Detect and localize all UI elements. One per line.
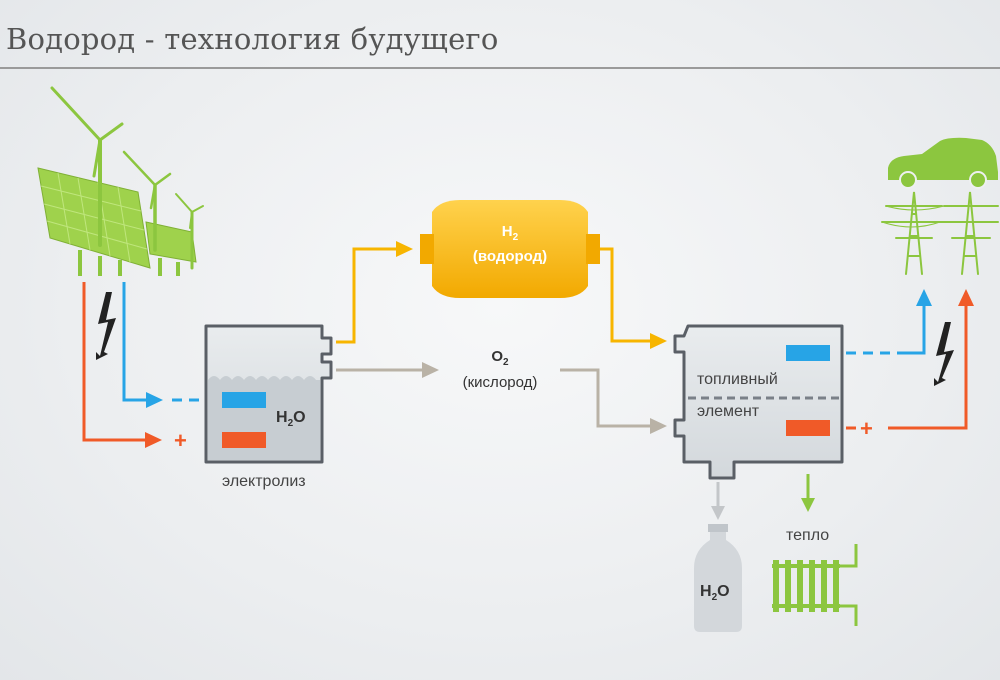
power-tower-icon [881, 191, 999, 275]
water-bottle-icon [694, 524, 742, 632]
fuel-cell-label-line2: элемент [697, 403, 760, 420]
red-power-flow: + [82, 282, 187, 453]
electrolysis-label: электролиз [222, 473, 306, 490]
hydrogen-flow-in [336, 241, 413, 344]
oxygen-name: (кислород) [462, 374, 538, 391]
hydrogen-label: H2 (водород) [455, 222, 565, 266]
wind-turbine-icon [50, 86, 204, 270]
heat-label: тепло [786, 527, 830, 544]
oxygen-label: O2 (кислород) [440, 347, 560, 393]
hydrogen-name: (водород) [472, 248, 548, 265]
title-divider [0, 67, 1000, 69]
solar-panel-icon [37, 167, 197, 276]
water-flow [711, 482, 725, 520]
lightning-icon [934, 322, 954, 386]
blue-output-flow [846, 289, 932, 355]
blue-power-flow [122, 282, 214, 408]
hydrogen-flow-out [600, 247, 667, 349]
fuel-cell-box [673, 324, 844, 480]
hydrogen-tank [420, 200, 600, 298]
lightning-icon [96, 292, 116, 360]
plus-sign-left: + [174, 428, 187, 453]
radiator-icon [772, 544, 858, 626]
electrolyzer-box [204, 324, 333, 464]
red-output-flow: + [846, 289, 974, 441]
oxygen-flow [336, 362, 667, 434]
car-icon [888, 137, 998, 189]
plus-sign-right: + [860, 416, 873, 441]
bottle-water-label: H2O [700, 583, 730, 604]
fuel-cell-label-line1: топливный [697, 371, 778, 388]
electrolyzer-water-label: H2O [276, 409, 306, 430]
heat-flow [801, 474, 815, 512]
page-title: Водород - технология будущего [6, 22, 499, 56]
